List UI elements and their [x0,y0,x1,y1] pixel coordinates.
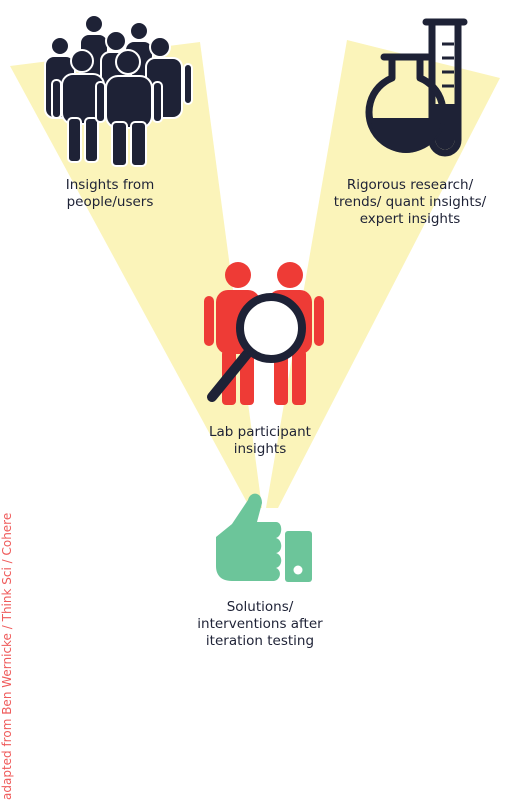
research-insights-label: Rigorous research/ trends/ quant insight… [333,177,487,227]
flask-and-test-tube-icon [365,18,468,157]
thumbs-up-icon [216,493,312,582]
right-beam [266,40,500,508]
credit-text: adapted from Ben Wernicke / Think Sci / … [0,512,14,800]
group-of-people-icon [44,14,193,167]
people-with-magnifying-glass-icon [204,262,324,405]
funnel-diagram [10,14,500,582]
solutions-label: Solutions/ interventions after iteration… [197,599,323,649]
lab-insights-label: Lab participant insights [209,424,311,457]
users-insights-label: Insights from people/users [65,177,155,210]
